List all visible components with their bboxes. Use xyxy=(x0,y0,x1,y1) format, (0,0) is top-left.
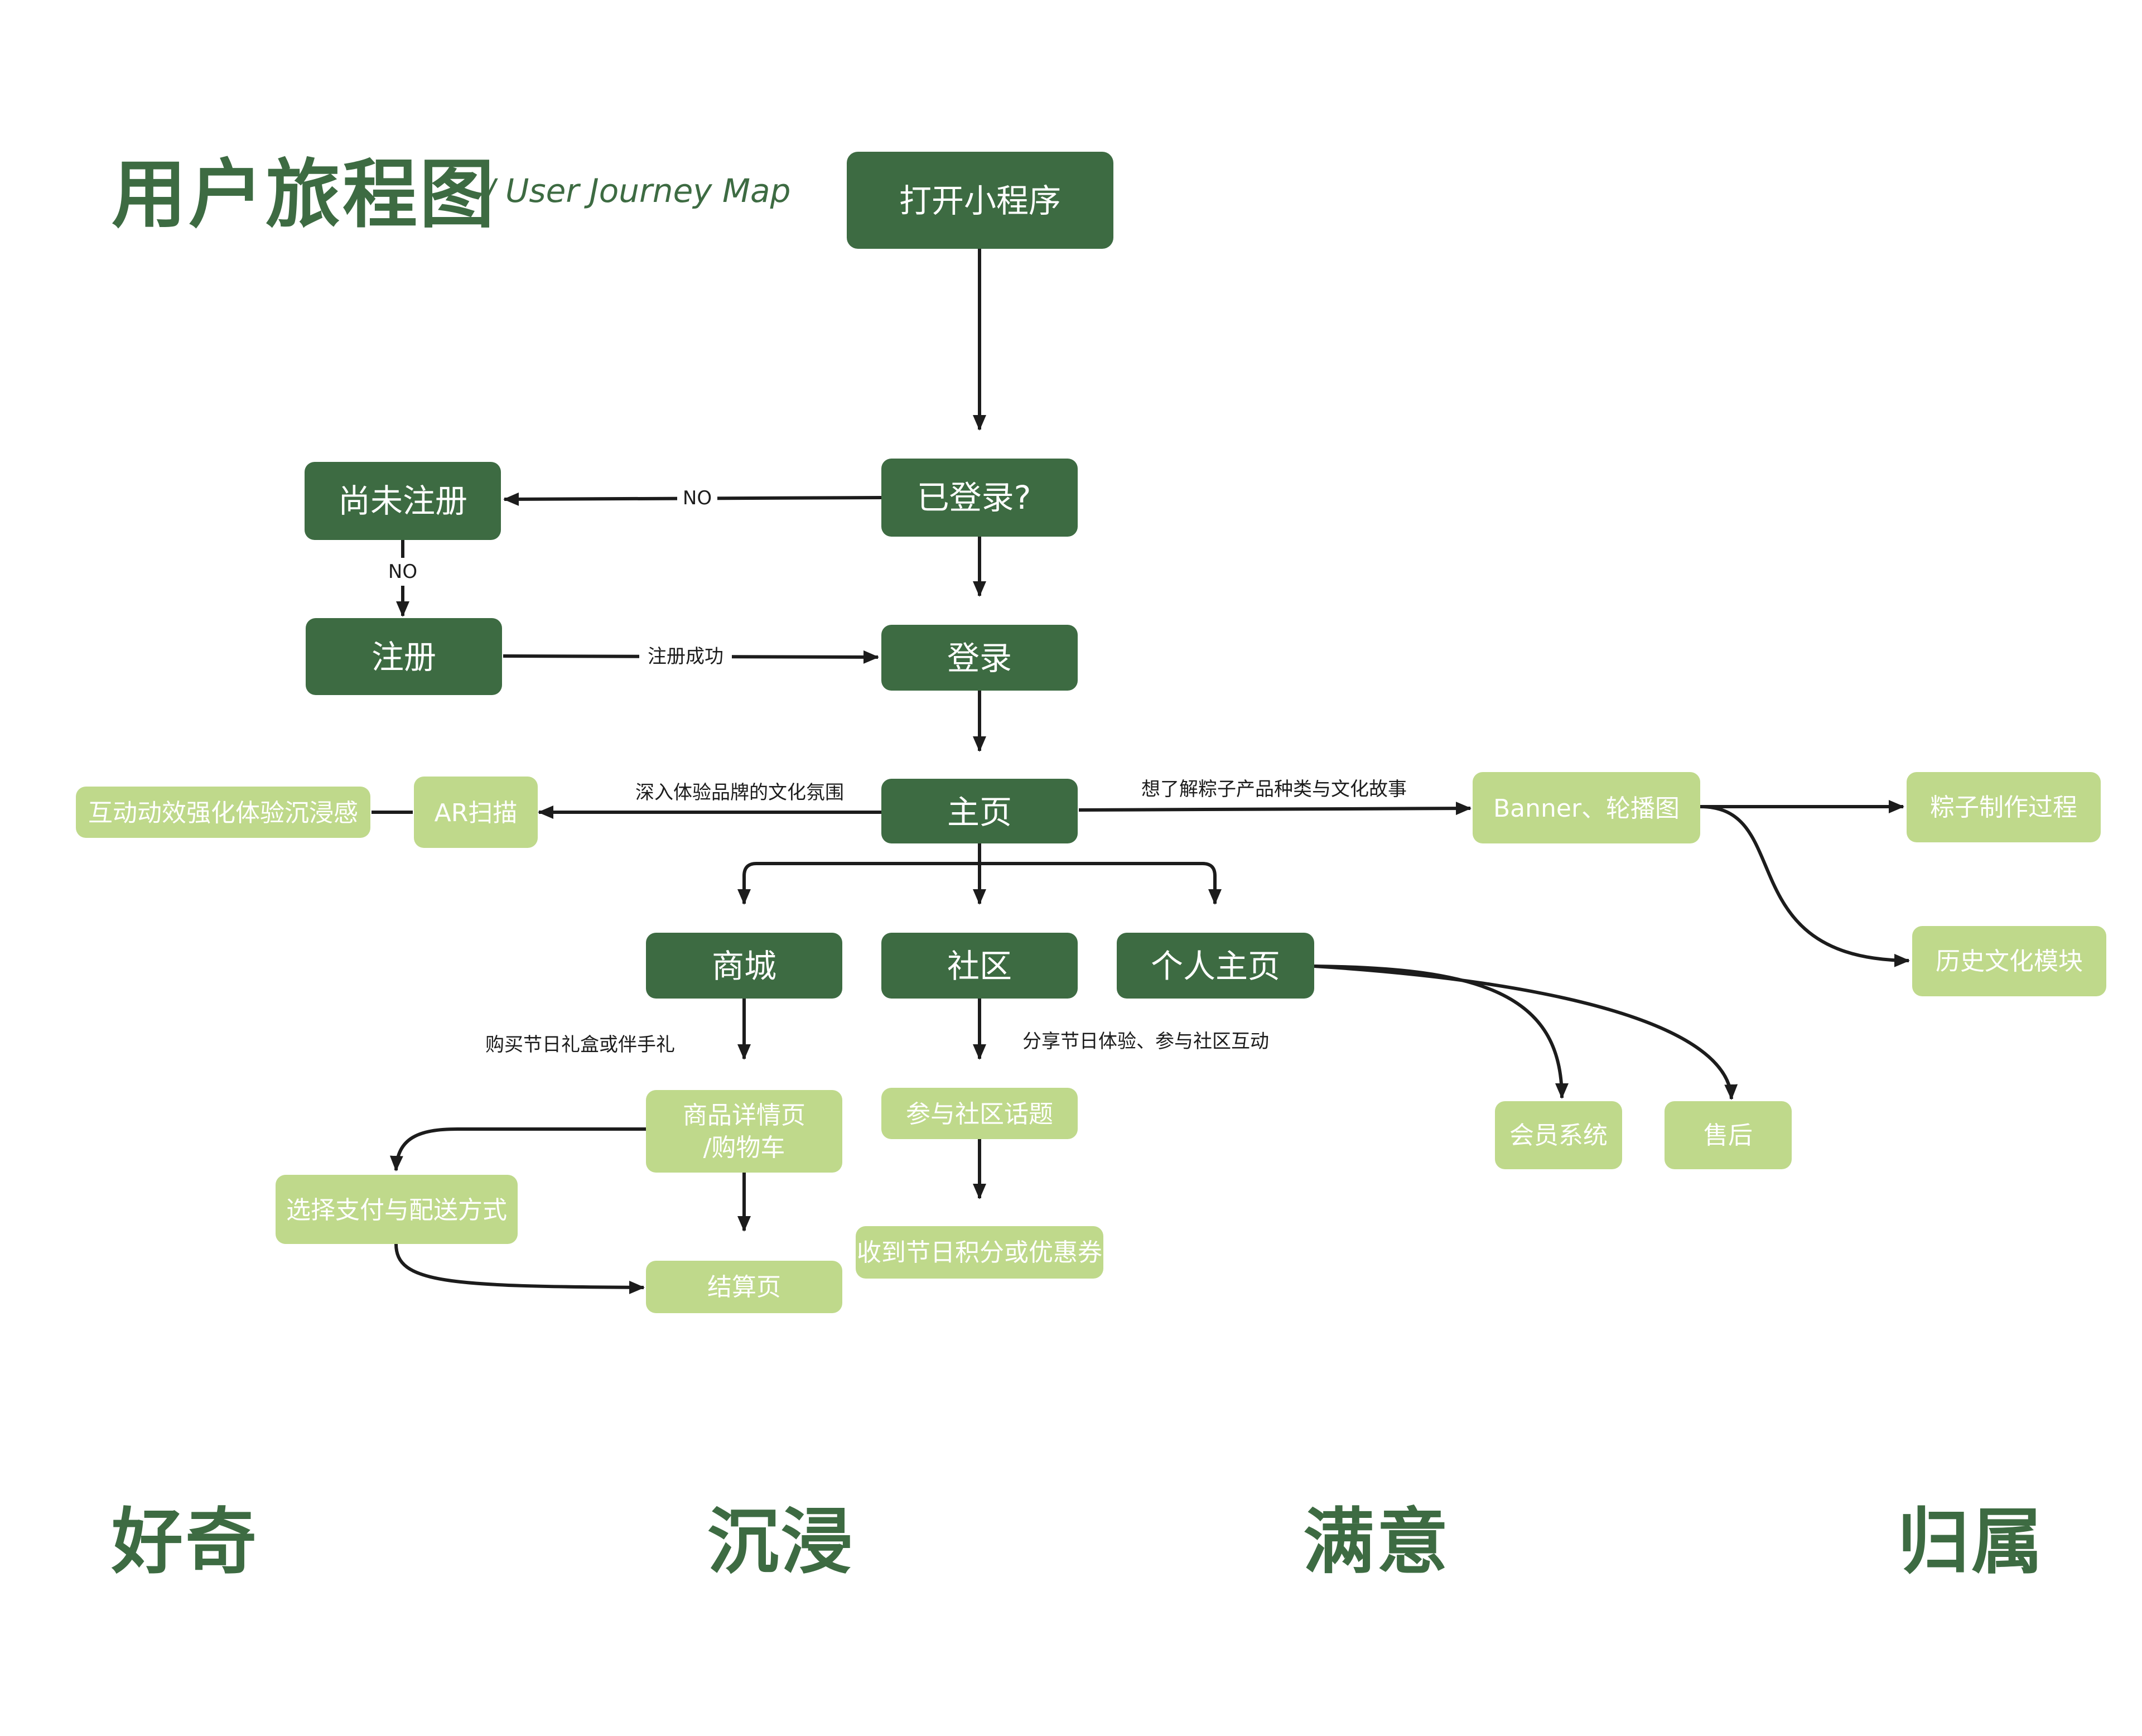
edge-banner-to-history xyxy=(1700,805,1910,967)
node-login: 登录 xyxy=(881,625,1078,691)
svg-text:个人主页: 个人主页 xyxy=(1151,947,1280,985)
node-not-registered: 尚未注册 xyxy=(305,462,501,540)
node-mall: 商城 xyxy=(646,933,842,999)
node-history-module: 历史文化模块 xyxy=(1912,926,2106,996)
edge-label-no-1: NO xyxy=(683,487,712,509)
svg-text:尚未注册: 尚未注册 xyxy=(338,482,467,520)
stage-curious: 好奇 xyxy=(112,1501,259,1584)
node-product-detail: 商品详情页 /购物车 xyxy=(646,1090,842,1173)
edge-label-learn-products: 想了解粽子产品种类与文化故事 xyxy=(1141,778,1407,801)
svg-text:粽子制作过程: 粽子制作过程 xyxy=(1930,793,2077,822)
svg-text:/购物车: /购物车 xyxy=(703,1134,785,1162)
edge-home-to-mall xyxy=(737,862,980,905)
node-checkout: 结算页 xyxy=(646,1261,842,1313)
edge-label-share-experience: 分享节日体验、参与社区互动 xyxy=(1022,1030,1269,1053)
stage-immersed: 沉浸 xyxy=(707,1501,855,1584)
stage-belonging: 归属 xyxy=(1898,1501,2045,1584)
node-profile: 个人主页 xyxy=(1117,933,1314,999)
edge-profile-to-aftersales xyxy=(1314,965,1738,1100)
node-after-sales: 售后 xyxy=(1665,1101,1792,1169)
edge-labels: NO NO 注册成功 深入体验品牌的文化氛围 想了解粽子产品种类与文化故事 购买… xyxy=(382,483,1407,1056)
stage-satisfied: 满意 xyxy=(1303,1501,1451,1584)
node-register: 注册 xyxy=(306,618,502,695)
node-membership: 会员系统 xyxy=(1495,1101,1622,1169)
node-payment-delivery: 选择支付与配送方式 xyxy=(276,1175,518,1244)
svg-text:主页: 主页 xyxy=(947,793,1012,831)
page-subtitle: / User Journey Map xyxy=(484,172,791,210)
node-banner: Banner、轮播图 xyxy=(1473,772,1700,843)
edge-label-immersive-culture: 深入体验品牌的文化氛围 xyxy=(635,782,844,804)
svg-text:收到节日积分或优惠券: 收到节日积分或优惠券 xyxy=(857,1238,1102,1267)
svg-text:商品详情页: 商品详情页 xyxy=(683,1101,805,1130)
edge-label-register-success: 注册成功 xyxy=(648,645,723,668)
page-title: 用户旅程图 xyxy=(112,151,497,238)
edge-label-buy-gift: 购买节日礼盒或伴手礼 xyxy=(485,1034,675,1056)
svg-text:结算页: 结算页 xyxy=(707,1273,781,1301)
svg-text:已登录?: 已登录? xyxy=(917,479,1031,517)
svg-text:注册: 注册 xyxy=(372,638,436,676)
node-open-mini-program: 打开小程序 xyxy=(847,152,1113,249)
edge-profile-to-membership xyxy=(1314,965,1569,1099)
edge-label-no-2: NO xyxy=(388,561,417,583)
edge-payment-to-checkout xyxy=(394,1243,645,1294)
svg-text:参与社区话题: 参与社区话题 xyxy=(906,1100,1053,1129)
svg-text:会员系统: 会员系统 xyxy=(1509,1121,1608,1150)
edge-home-to-profile xyxy=(980,862,1222,905)
svg-text:互动动效强化体验沉浸感: 互动动效强化体验沉浸感 xyxy=(88,799,358,827)
svg-text:选择支付与配送方式: 选择支付与配送方式 xyxy=(286,1196,507,1224)
svg-text:登录: 登录 xyxy=(947,639,1012,677)
node-join-topic: 参与社区话题 xyxy=(881,1088,1078,1139)
svg-text:商城: 商城 xyxy=(712,947,776,985)
svg-text:售后: 售后 xyxy=(1704,1121,1753,1150)
node-community: 社区 xyxy=(881,933,1078,999)
edge-home-to-banner xyxy=(1078,802,1472,816)
node-receive-points: 收到节日积分或优惠券 xyxy=(856,1226,1103,1279)
node-home: 主页 xyxy=(881,779,1078,843)
svg-text:社区: 社区 xyxy=(947,947,1012,985)
svg-text:历史文化模块: 历史文化模块 xyxy=(1936,947,2083,976)
svg-text:打开小程序: 打开小程序 xyxy=(899,182,1061,220)
edge-product-to-payment xyxy=(389,1127,646,1171)
svg-text:Banner、轮播图: Banner、轮播图 xyxy=(1493,794,1680,823)
edges xyxy=(372,249,1910,1294)
node-logged-in-question: 已登录? xyxy=(881,459,1078,537)
node-ar-scan: AR扫描 xyxy=(414,777,538,848)
svg-text:AR扫描: AR扫描 xyxy=(435,799,518,827)
node-zongzi-process: 粽子制作过程 xyxy=(1907,772,2101,842)
node-interactive-effects: 互动动效强化体验沉浸感 xyxy=(76,787,370,838)
